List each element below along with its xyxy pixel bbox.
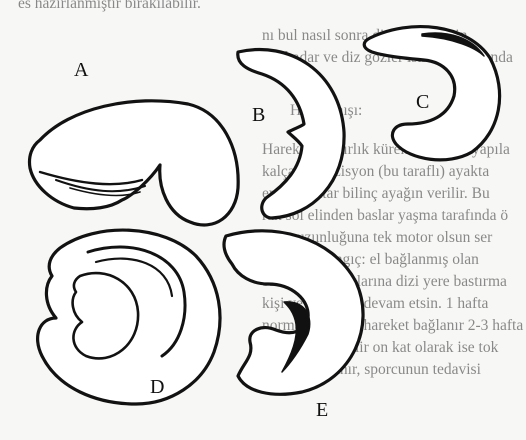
figure-a-shape [29, 101, 238, 225]
figure-d-shape [38, 230, 220, 404]
figure-label-d: D [150, 377, 164, 397]
figure-label-b: B [252, 105, 265, 125]
figure-b-shape [238, 50, 344, 218]
figure-label-c: C [416, 92, 429, 112]
figure-c-shape [364, 27, 499, 160]
figure-label-a: A [74, 60, 88, 80]
figure-label-e: E [316, 400, 328, 420]
figure-e-shape [224, 231, 363, 394]
